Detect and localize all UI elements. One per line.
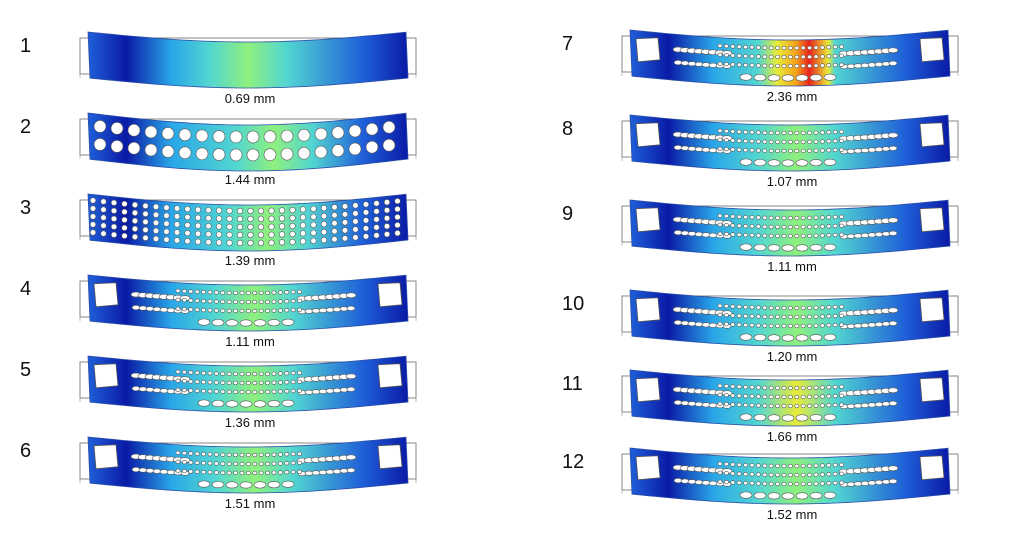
hole-pattern	[93, 444, 403, 489]
panel-number: 7	[562, 33, 574, 55]
deflection-label: 1.11 mm	[767, 259, 817, 274]
beam-simulation-image	[621, 447, 959, 505]
panel-number: 5	[20, 359, 32, 381]
panel-number: 3	[20, 197, 32, 219]
beam-body	[87, 112, 409, 172]
deflection-label: 1.51 mm	[224, 496, 276, 511]
beam-panel-4: 4 1.11 mm	[20, 263, 417, 351]
beam-simulation-image	[79, 112, 417, 172]
beam-panel-12: 12 1.52 mm	[562, 436, 959, 524]
hole-pattern	[635, 122, 945, 167]
beam-simulation-image	[621, 199, 959, 257]
hole-pattern	[635, 37, 945, 82]
beam-panel-8: 8 1.07 mm	[562, 103, 959, 191]
beam-panel-2: 2 1.44 mm	[20, 101, 417, 189]
beam-panel-1: 1 0.69 mm	[20, 20, 417, 108]
hole-pattern	[635, 207, 945, 252]
beam-simulation-image	[79, 31, 417, 89]
beam-panel-9: 9 1.11 mm	[562, 188, 959, 276]
deflection-label: 2.36 mm	[766, 89, 818, 104]
deflection-label: 0.69 mm	[224, 91, 276, 106]
panel-number: 10	[562, 293, 585, 315]
deflection-label: 1.52 mm	[766, 507, 818, 522]
beam-panel-6: 6 1.51 mm	[20, 425, 417, 513]
panel-number: 6	[20, 440, 32, 462]
beam-simulation-image	[621, 114, 959, 172]
beam-panel-5: 5 1.36 mm	[20, 344, 417, 432]
panel-number: 11	[562, 373, 583, 395]
beam-panel-3: 3 1.39 mm	[20, 182, 417, 270]
beam-body	[87, 31, 409, 89]
beam-panel-10: 10 1.20 mm	[562, 278, 959, 366]
deflection-label: 1.20 mm	[766, 349, 818, 364]
deflection-label: 1.36 mm	[224, 415, 276, 430]
hole-pattern	[635, 455, 945, 500]
panel-number: 4	[20, 278, 32, 300]
hole-pattern	[635, 377, 945, 422]
panel-number: 12	[562, 451, 585, 473]
beam-simulation-image	[621, 369, 959, 427]
beam-simulation-image	[621, 29, 959, 87]
hole-pattern	[93, 282, 403, 327]
deflection-label: 1.07 mm	[766, 174, 818, 189]
panel-number: 9	[562, 203, 574, 225]
hole-pattern	[635, 297, 945, 342]
deflection-label: 1.39 mm	[224, 253, 276, 268]
beam-panel-11: 11 1.66 mm	[562, 358, 959, 446]
panel-number: 1	[20, 35, 32, 57]
deflection-label: 1.11 mm	[225, 334, 275, 349]
panel-number: 8	[562, 118, 574, 140]
deflection-label: 1.66 mm	[766, 429, 818, 444]
hole-pattern	[93, 363, 403, 408]
panel-number: 2	[20, 116, 32, 138]
beam-simulation-image	[79, 274, 417, 332]
beam-simulation-image	[79, 436, 417, 494]
hole-pattern	[89, 197, 401, 247]
beam-simulation-image	[621, 289, 959, 347]
beam-simulation-image	[79, 193, 417, 252]
hole-pattern	[93, 120, 396, 162]
beam-simulation-image	[79, 355, 417, 413]
beam-panel-7: 7 2.36 mm	[562, 18, 959, 106]
deflection-label: 1.44 mm	[224, 172, 276, 187]
